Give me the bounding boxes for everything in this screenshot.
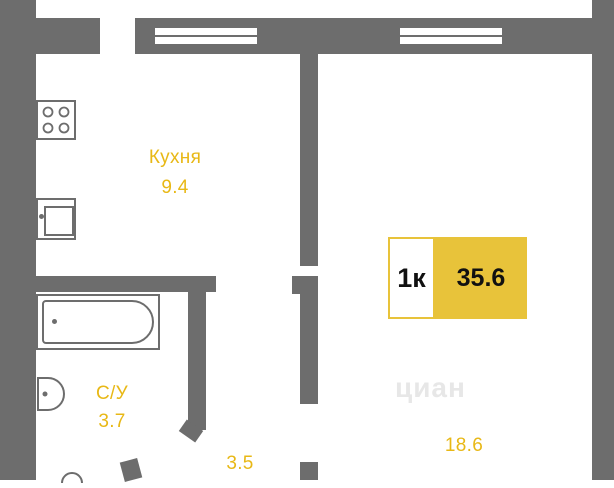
apartment-type: 1к <box>388 237 435 319</box>
top-edge-right <box>592 0 614 18</box>
kitchen-area: 9.4 <box>161 177 189 198</box>
living-area: 18.6 <box>444 435 484 456</box>
bathroom-label: С/У 3.7 <box>72 382 152 434</box>
hall-area: 3.5 <box>226 453 254 474</box>
partition-living-hall <box>300 294 318 404</box>
apartment-badge: 1к 35.6 <box>388 237 527 319</box>
bathroom-area: 3.7 <box>98 411 126 432</box>
kitchen-sink-icon <box>36 198 76 240</box>
watermark: циан <box>395 372 466 403</box>
door-jamb-lower <box>119 458 143 482</box>
partition-stub <box>292 276 318 294</box>
partition-living-hall-low <box>300 462 318 480</box>
partition-kitchen-bath <box>36 276 216 292</box>
window-kitchen <box>155 26 257 46</box>
window-living <box>400 26 502 46</box>
stove-icon <box>36 100 76 140</box>
kitchen-label: Кухня 9.4 <box>115 146 235 200</box>
partition-bath-hall <box>188 292 206 430</box>
bathroom-name: С/У <box>96 383 128 404</box>
bathtub-icon <box>36 294 160 350</box>
right-wall <box>592 18 614 480</box>
toilet-icon <box>60 470 84 484</box>
left-wall <box>0 18 36 480</box>
total-area: 35.6 <box>435 237 527 319</box>
partition-kitchen-living <box>300 54 318 266</box>
washbasin-icon <box>36 374 66 414</box>
kitchen-name: Кухня <box>148 147 202 168</box>
top-edge-left <box>0 0 36 18</box>
